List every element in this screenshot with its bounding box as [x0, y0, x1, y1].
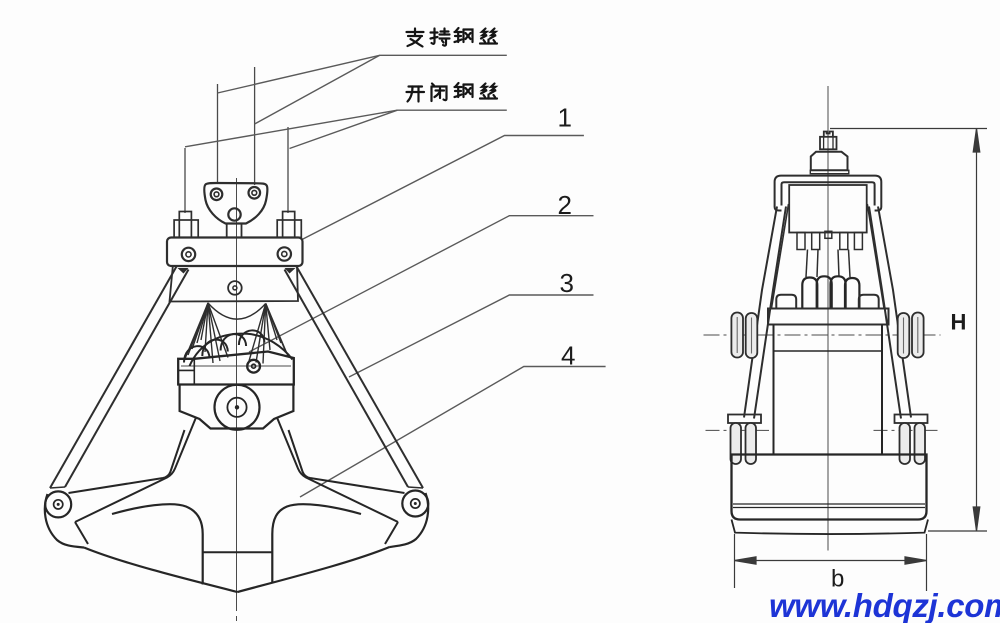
svg-text:2: 2 [558, 190, 572, 220]
svg-text:4: 4 [561, 341, 575, 371]
svg-text:H: H [951, 310, 967, 335]
svg-text:b: b [831, 566, 844, 593]
svg-text:www.hdqzj.com: www.hdqzj.com [769, 587, 1000, 623]
svg-text:3: 3 [560, 268, 574, 298]
svg-text:1: 1 [558, 103, 572, 133]
